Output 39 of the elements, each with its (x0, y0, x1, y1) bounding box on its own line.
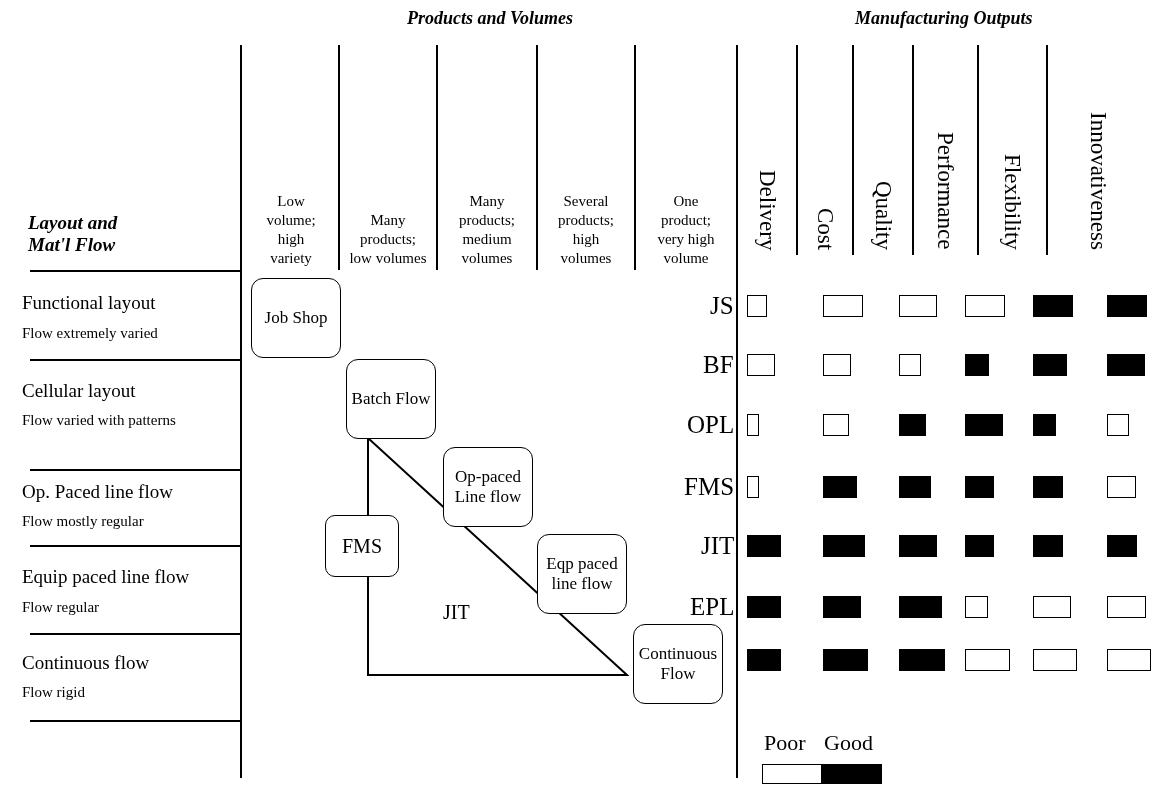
row-description: Flow extremely varied (22, 324, 158, 343)
row-heading: Continuous flow (22, 652, 150, 674)
legend-label: Good (824, 730, 873, 756)
process-box: Eqp paced line flow (537, 534, 627, 614)
row-description: Flow mostly regular (22, 512, 144, 531)
row-code: BF (703, 351, 734, 379)
column-heading: Many products; medium volumes (458, 192, 516, 268)
row-code: EPL (690, 593, 735, 621)
column-heading: Low volume; high variety (265, 192, 317, 268)
section-heading: Layout and Mat'l Flow (28, 212, 119, 256)
column-heading: Flexibility (999, 154, 1026, 250)
row-description: Flow rigid (22, 683, 85, 702)
process-box: FMS (325, 515, 399, 577)
column-heading: Cost (812, 208, 839, 251)
process-box: Job Shop (251, 278, 341, 358)
legend-label: Poor (764, 730, 806, 756)
section-heading: Manufacturing Outputs (855, 8, 1033, 29)
section-heading: Products and Volumes (407, 8, 574, 29)
column-heading: One product; very high volume (656, 192, 716, 268)
column-heading: Delivery (754, 170, 781, 251)
column-heading: Several products; high volumes (557, 192, 615, 268)
region-label: JIT (443, 601, 470, 624)
column-heading: Performance (932, 132, 959, 250)
column-heading: Many products; low volumes (348, 211, 428, 268)
process-box: Continuous Flow (633, 624, 723, 704)
process-box: Batch Flow (346, 359, 436, 439)
row-description: Flow regular (22, 598, 100, 617)
row-code: JS (710, 292, 734, 320)
row-heading: Functional layout (22, 292, 156, 314)
row-description: Flow varied with patterns (22, 411, 177, 430)
row-heading: Cellular layout (22, 380, 136, 402)
row-code: JIT (701, 532, 735, 560)
row-heading: Op. Paced line flow (22, 481, 173, 503)
row-heading: Equip paced line flow (22, 566, 190, 588)
row-code: OPL (687, 411, 735, 439)
column-heading: Quality (870, 181, 897, 250)
row-code: FMS (684, 473, 735, 501)
process-box: Op-paced Line flow (443, 447, 533, 527)
column-heading: Innovativeness (1085, 112, 1112, 250)
